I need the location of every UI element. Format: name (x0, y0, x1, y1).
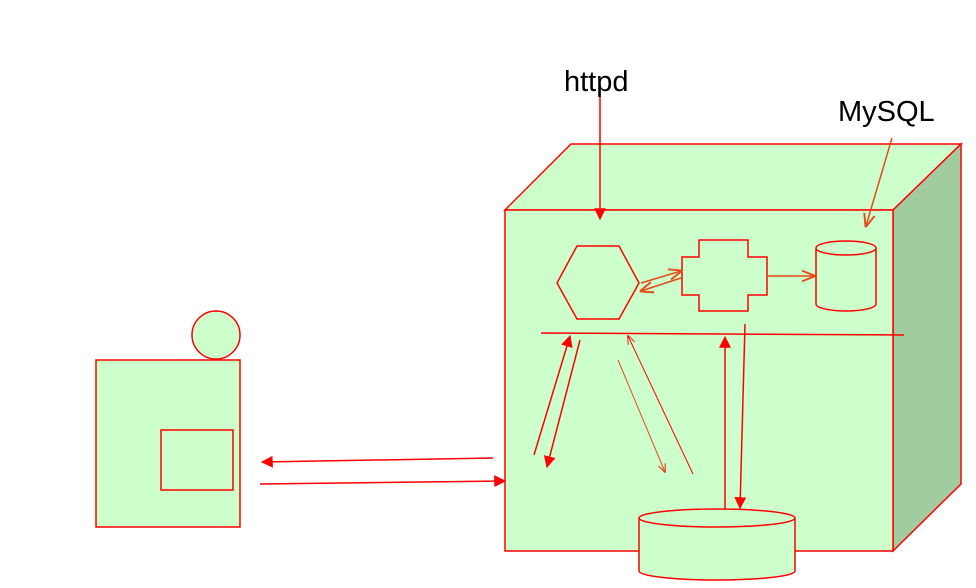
thin-up-arrow (628, 336, 694, 475)
response-arrow (260, 455, 494, 468)
bus-to-front-arrow (543, 339, 581, 469)
module-to-httpd-arrow (641, 277, 682, 291)
client-figure (95, 310, 241, 528)
client-head-icon (191, 310, 241, 360)
storage-disk-icon (638, 508, 796, 581)
httpd-label: httpd (564, 66, 629, 98)
client-screen-icon (160, 429, 234, 491)
thin-down-arrow (617, 359, 665, 472)
internal-bus-line (540, 332, 905, 336)
mysql-database-icon (815, 240, 877, 312)
server-side-face (892, 142, 962, 553)
server-box (503, 142, 963, 553)
httpd-hexagon-icon (556, 245, 640, 320)
mysql-label: MySQL (838, 96, 935, 128)
front-to-bus-arrow (533, 334, 573, 456)
server-top-face (503, 143, 963, 211)
mysql-pointer-arrow (866, 137, 893, 226)
httpd-to-module-arrow (640, 271, 681, 284)
request-arrow (259, 475, 507, 488)
app-module-icon (681, 239, 768, 312)
bus-to-storage-arrow (734, 323, 747, 510)
